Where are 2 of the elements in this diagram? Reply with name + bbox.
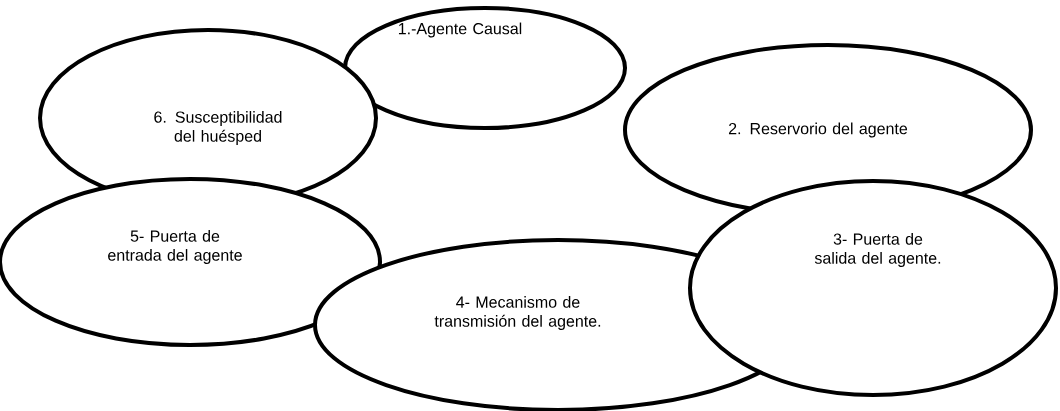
node-label: 4- Mecanismo de transmisión del agente.	[434, 296, 601, 330]
node-label: 3- Puerta de salida del agente.	[814, 233, 941, 267]
